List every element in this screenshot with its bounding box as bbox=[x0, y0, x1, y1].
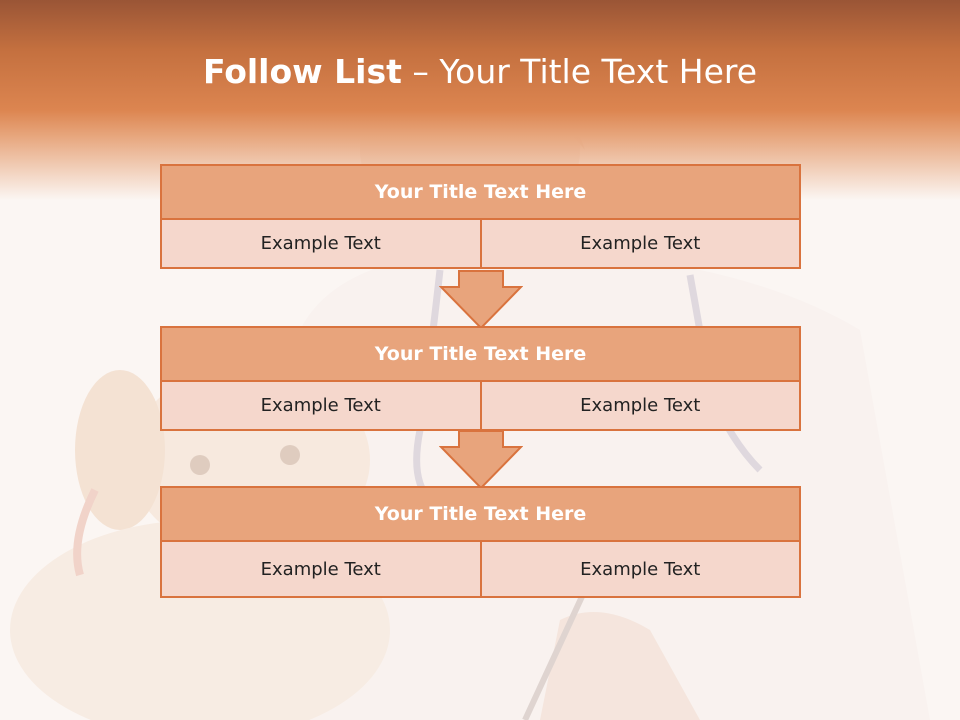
block-cell-right: Example Text bbox=[479, 220, 801, 269]
slide-title: Follow List – Your Title Text Here bbox=[0, 52, 960, 91]
block-cell-left: Example Text bbox=[160, 542, 482, 598]
block-title: Your Title Text Here bbox=[160, 326, 801, 382]
down-arrow-icon bbox=[439, 270, 523, 330]
down-arrow-icon bbox=[439, 430, 523, 490]
block-title: Your Title Text Here bbox=[160, 164, 801, 220]
block-cell-left: Example Text bbox=[160, 220, 482, 269]
block-row: Example Text Example Text bbox=[160, 542, 801, 598]
block-cell-left: Example Text bbox=[160, 382, 482, 431]
block-row: Example Text Example Text bbox=[160, 220, 801, 269]
list-block-3: Your Title Text Here Example Text Exampl… bbox=[160, 486, 801, 598]
list-block-1: Your Title Text Here Example Text Exampl… bbox=[160, 164, 801, 269]
block-cell-right: Example Text bbox=[479, 382, 801, 431]
slide-title-strong: Follow List bbox=[202, 52, 402, 91]
list-block-2: Your Title Text Here Example Text Exampl… bbox=[160, 326, 801, 431]
block-title: Your Title Text Here bbox=[160, 486, 801, 542]
block-cell-right: Example Text bbox=[479, 542, 801, 598]
slide-title-rest: – Your Title Text Here bbox=[401, 52, 758, 91]
block-row: Example Text Example Text bbox=[160, 382, 801, 431]
